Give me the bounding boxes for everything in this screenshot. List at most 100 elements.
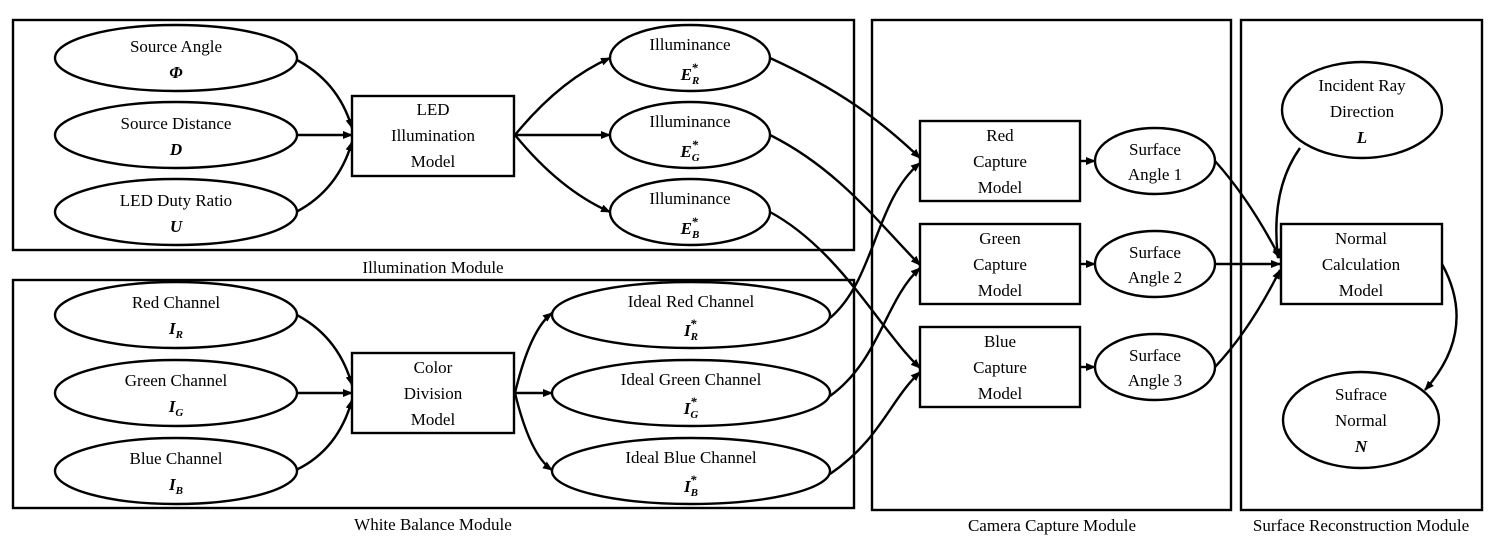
red-capture-line-2: Capture xyxy=(973,152,1027,171)
red-capture-line-1: Red xyxy=(986,126,1014,145)
edge-angle1-to-normal xyxy=(1214,160,1282,259)
edge-incident-to-normal xyxy=(1272,147,1301,259)
source-distance-symbol: D xyxy=(169,140,182,159)
green-channel-node: Green Channel IG xyxy=(53,358,299,428)
white-balance-module-title: White Balance Module xyxy=(354,515,512,534)
illuminance-r-node: Illuminance ER* xyxy=(608,23,772,93)
blue-capture-line-1: Blue xyxy=(984,332,1016,351)
surface-angle-2-line-2: Angle 2 xyxy=(1128,268,1182,287)
surface-normal-line-1: Sufrace xyxy=(1335,385,1387,404)
surface-angle-1-line-2: Angle 1 xyxy=(1128,165,1182,184)
normal-model-line-1: Normal xyxy=(1335,229,1387,248)
edge-eg-to-green-capture xyxy=(769,133,921,266)
red-channel-label: Red Channel xyxy=(132,293,221,312)
blue-capture-line-2: Capture xyxy=(973,358,1027,377)
red-channel-node: Red Channel IR xyxy=(53,280,299,350)
incident-ray-direction-node: Incident Ray Direction L xyxy=(1280,60,1444,160)
ideal-green-label: Ideal Green Channel xyxy=(621,370,762,389)
led-duty-ratio-label: LED Duty Ratio xyxy=(120,191,232,210)
surface-angle-2-node: Surface Angle 2 xyxy=(1093,229,1217,299)
edge-led-to-eb xyxy=(514,134,611,214)
led-duty-ratio-node: LED Duty Ratio U xyxy=(53,177,299,247)
ideal-green-channel-node: Ideal Green Channel IG* xyxy=(550,358,832,428)
blue-capture-line-3: Model xyxy=(978,384,1023,403)
illuminance-g-node: Illuminance EG* xyxy=(608,100,772,170)
source-angle-node: Source Angle Φ xyxy=(53,23,299,93)
normal-calculation-model-node: Normal Calculation Model xyxy=(1279,222,1444,306)
illuminance-r-symbol: ER* xyxy=(680,60,700,87)
red-capture-line-3: Model xyxy=(978,178,1023,197)
blue-channel-label: Blue Channel xyxy=(129,449,222,468)
led-model-line-2: Illumination xyxy=(391,126,476,145)
surface-normal-symbol: N xyxy=(1354,437,1368,456)
color-model-line-1: Color xyxy=(414,358,453,377)
illuminance-b-symbol: EB* xyxy=(680,214,700,241)
surface-angle-3-line-2: Angle 3 xyxy=(1128,371,1182,390)
illuminance-r-label: Illuminance xyxy=(649,35,730,54)
led-duty-ratio-symbol: U xyxy=(170,217,183,236)
source-angle-label: Source Angle xyxy=(130,37,222,56)
camera-capture-module-title: Camera Capture Module xyxy=(968,516,1136,535)
normal-model-line-2: Calculation xyxy=(1322,255,1401,274)
ideal-red-label: Ideal Red Channel xyxy=(628,292,755,311)
ideal-green-symbol: IG* xyxy=(683,394,699,421)
green-capture-line-1: Green xyxy=(979,229,1021,248)
illuminance-b-node: Illuminance EB* xyxy=(608,177,772,247)
led-model-line-1: LED xyxy=(416,100,449,119)
ideal-blue-symbol: IB* xyxy=(683,472,698,499)
edge-normal-to-surface-normal xyxy=(1424,263,1458,391)
surface-angle-2-line-1: Surface xyxy=(1129,243,1181,262)
illuminance-b-label: Illuminance xyxy=(649,189,730,208)
blue-channel-node: Blue Channel IB xyxy=(53,436,299,506)
ideal-blue-label: Ideal Blue Channel xyxy=(625,448,757,467)
incident-ray-line-2: Direction xyxy=(1330,102,1395,121)
edge-eb-to-blue-capture xyxy=(769,210,921,369)
ideal-red-symbol: IR* xyxy=(683,316,698,343)
white-balance-module-frame xyxy=(11,278,856,510)
incident-ray-symbol: L xyxy=(1356,128,1367,147)
illuminance-g-label: Illuminance xyxy=(649,112,730,131)
ideal-blue-channel-node: Ideal Blue Channel IB* xyxy=(550,436,832,506)
color-division-model-node: Color Division Model xyxy=(350,351,516,435)
green-capture-line-3: Model xyxy=(978,281,1023,300)
red-capture-model-node: Red Capture Model xyxy=(918,119,1082,203)
green-channel-symbol: IG xyxy=(168,397,184,419)
edge-color-to-ideal-red xyxy=(513,312,553,394)
surface-angle-1-node: Surface Angle 1 xyxy=(1093,126,1217,196)
led-model-line-3: Model xyxy=(411,152,456,171)
led-illumination-model-node: LED Illumination Model xyxy=(350,94,516,178)
edge-red-to-color xyxy=(292,311,354,386)
edge-er-to-red-capture xyxy=(769,56,921,159)
color-model-line-3: Model xyxy=(411,410,456,429)
blue-channel-symbol: IB xyxy=(168,475,183,497)
color-model-line-2: Division xyxy=(404,384,463,403)
green-capture-line-2: Capture xyxy=(973,255,1027,274)
source-distance-node: Source Distance D xyxy=(53,100,299,170)
edge-ideal-red-to-red-capture xyxy=(829,162,921,319)
edge-ideal-blue-to-blue-capture xyxy=(829,371,921,475)
illuminance-g-symbol: EG* xyxy=(679,137,699,164)
edge-color-to-ideal-blue xyxy=(513,392,553,471)
edge-angle3-to-normal xyxy=(1214,269,1282,368)
surface-angle-3-line-1: Surface xyxy=(1129,346,1181,365)
incident-ray-line-1: Incident Ray xyxy=(1318,76,1406,95)
edge-led-to-er xyxy=(514,56,611,136)
blue-capture-model-node: Blue Capture Model xyxy=(918,325,1082,409)
edge-blue-to-color xyxy=(295,399,354,472)
green-channel-label: Green Channel xyxy=(125,371,228,390)
surface-angle-3-node: Surface Angle 3 xyxy=(1093,332,1217,402)
surface-angle-1-line-1: Surface xyxy=(1129,140,1181,159)
surface-normal-line-2: Normal xyxy=(1335,411,1387,430)
source-distance-label: Source Distance xyxy=(121,114,232,133)
normal-model-line-3: Model xyxy=(1339,281,1384,300)
surface-reconstruction-module-title: Surface Reconstruction Module xyxy=(1253,516,1469,535)
edge-ideal-green-to-green-capture xyxy=(829,267,921,397)
edge-duty-to-led xyxy=(295,141,354,214)
green-capture-model-node: Green Capture Model xyxy=(918,222,1082,306)
ideal-red-channel-node: Ideal Red Channel IR* xyxy=(550,280,832,350)
illumination-module-title: Illumination Module xyxy=(362,258,503,277)
source-angle-symbol: Φ xyxy=(169,63,183,82)
illumination-module-frame xyxy=(11,18,856,252)
red-channel-symbol: IR xyxy=(168,319,183,341)
